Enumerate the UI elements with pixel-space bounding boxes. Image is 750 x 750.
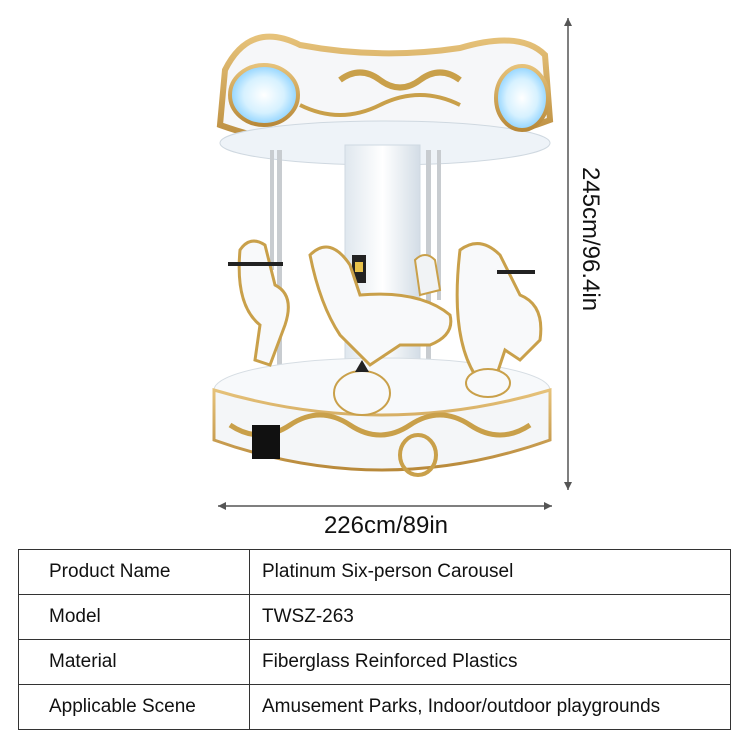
horse-center: [308, 245, 453, 416]
width-dimension-line: [218, 502, 552, 510]
width-dimension-label: 226cm/89in: [323, 512, 449, 539]
table-row: Applicable Scene Amusement Parks, Indoor…: [18, 684, 731, 730]
spec-value: Amusement Parks, Indoor/outdoor playgrou…: [249, 684, 731, 730]
table-row: Product Name Platinum Six-person Carouse…: [18, 549, 731, 595]
spec-value: Fiberglass Reinforced Plastics: [249, 639, 731, 685]
spec-label: Material: [18, 639, 250, 685]
spec-value: TWSZ-263: [249, 594, 731, 640]
spec-value: Platinum Six-person Carousel: [249, 549, 731, 595]
horse-left: [228, 239, 290, 367]
carousel-photo: [212, 18, 572, 510]
height-dimension-label: 245cm/96.4in: [577, 166, 604, 312]
table-row: Model TWSZ-263: [18, 594, 731, 640]
horse-right: [455, 242, 543, 398]
height-dimension-line: [564, 18, 572, 490]
table-row: Material Fiberglass Reinforced Plastics: [18, 639, 731, 685]
spec-label: Model: [18, 594, 250, 640]
spec-label: Applicable Scene: [18, 684, 250, 730]
horse-back: [413, 254, 442, 297]
spec-label: Product Name: [18, 549, 250, 595]
canopy: [216, 33, 554, 166]
spec-table: Product Name Platinum Six-person Carouse…: [18, 549, 731, 730]
